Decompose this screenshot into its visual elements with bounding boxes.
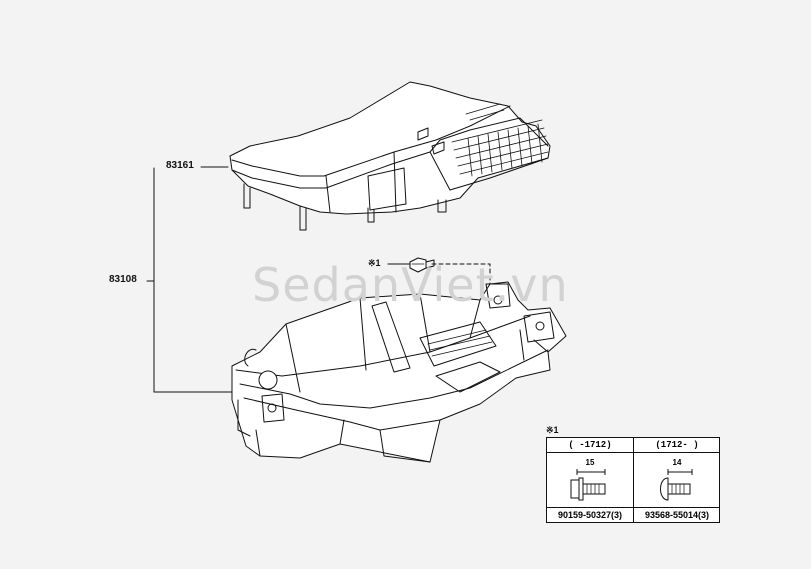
flange-bolt-icon — [570, 469, 606, 501]
part-number: 93568-55014(3) — [634, 507, 720, 522]
watermark-text: SedanViet.vn — [252, 258, 569, 312]
length-dimension: 15 — [585, 458, 595, 467]
bolt-column-before-1712: ( -1712) 15 90159-50327(3) — [547, 438, 633, 522]
bolt-spec-table: ( -1712) 15 90159-50327(3) (1712- ) 14 — [546, 437, 720, 523]
length-dimension: 14 — [672, 458, 682, 467]
meter-case-83108 — [231, 281, 567, 463]
meter-cover-83161 — [229, 81, 551, 231]
range-header: ( -1712) — [547, 438, 633, 453]
table-title: ※1 — [546, 425, 559, 435]
label-note-ref: ※1 — [368, 258, 381, 268]
leader-lines — [146, 166, 411, 393]
part-number: 90159-50327(3) — [547, 507, 633, 522]
bolt-dashed-leader — [431, 263, 491, 301]
round-head-bolt-icon — [660, 469, 693, 501]
bolt-column-after-1712: (1712- ) 14 93568-55014(3) — [633, 438, 720, 522]
bolt-icon — [409, 257, 435, 273]
label-83161: 83161 — [166, 160, 194, 171]
range-header: (1712- ) — [634, 438, 720, 453]
label-83108: 83108 — [109, 274, 137, 285]
